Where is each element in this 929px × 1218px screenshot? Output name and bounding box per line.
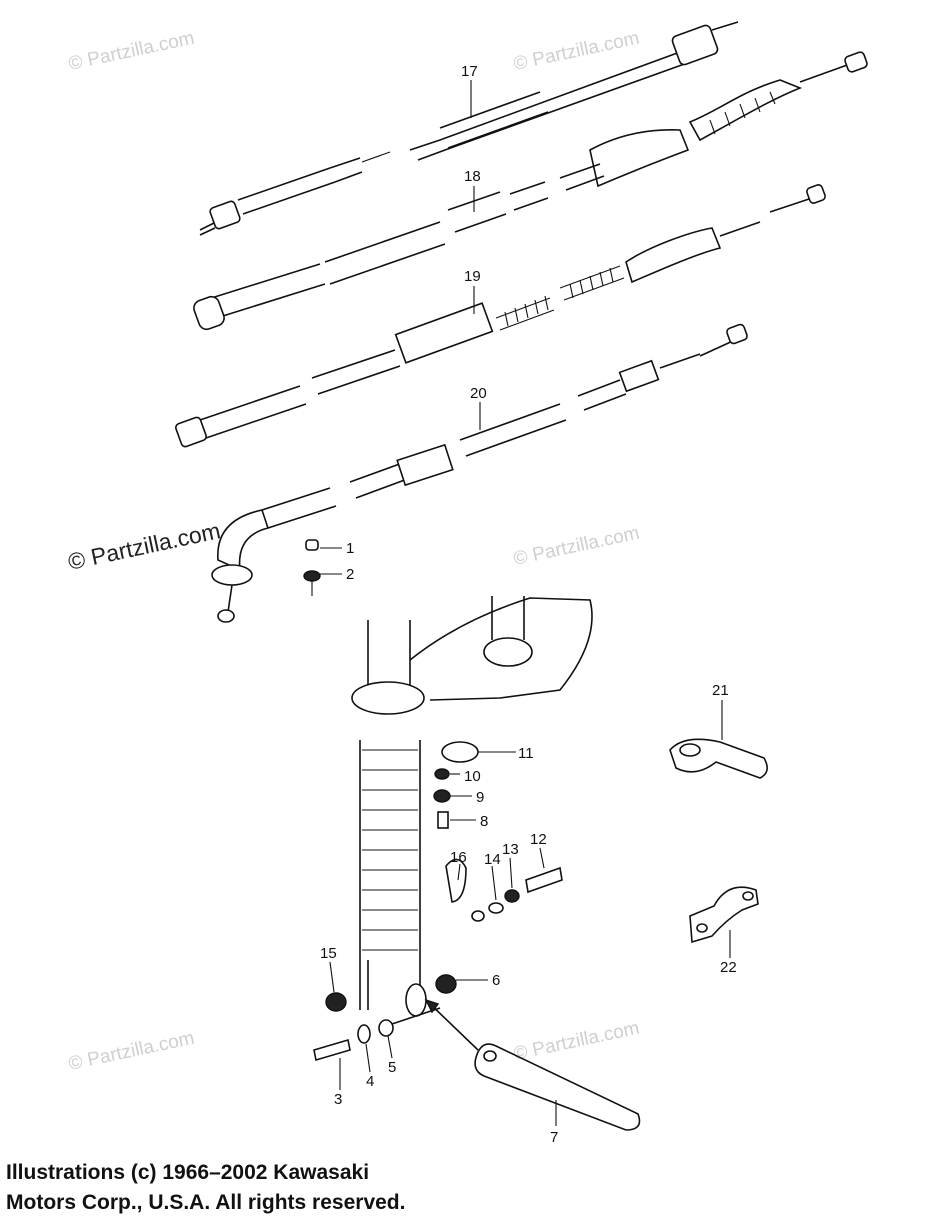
cable-guide-7 bbox=[424, 998, 641, 1131]
callout-12: 12 bbox=[530, 831, 547, 848]
callout-11: 11 bbox=[518, 745, 534, 762]
callout-7: 7 bbox=[550, 1129, 558, 1146]
copyright-notice: Illustrations (c) 1966–2002 Kawasaki Mot… bbox=[6, 1158, 405, 1218]
watermark-top-right: © Partzilla.com bbox=[512, 28, 642, 75]
callout-10: 10 bbox=[464, 768, 481, 785]
callout-20: 20 bbox=[470, 385, 487, 402]
copyright-line-2: Motors Corp., U.S.A. All rights reserved… bbox=[6, 1191, 406, 1214]
callout-13: 13 bbox=[502, 841, 519, 858]
hardware bbox=[303, 539, 563, 1062]
clutch-cable bbox=[193, 51, 868, 331]
callouts: 17 18 19 20 1 2 21 11 10 9 8 12 13 14 16… bbox=[320, 63, 737, 1146]
callout-5: 5 bbox=[388, 1059, 396, 1076]
callout-15: 15 bbox=[320, 945, 337, 962]
front-brake-cable bbox=[211, 323, 748, 623]
callout-22: 22 bbox=[720, 959, 737, 976]
callout-19: 19 bbox=[464, 268, 481, 285]
callout-16: 16 bbox=[450, 849, 467, 866]
callout-6: 6 bbox=[492, 972, 500, 989]
watermark-mid-left: © Partzilla.com bbox=[66, 517, 223, 575]
watermark-top-left: © Partzilla.com bbox=[67, 28, 197, 75]
callout-1: 1 bbox=[346, 540, 354, 557]
callout-3: 3 bbox=[334, 1091, 342, 1108]
callout-21: 21 bbox=[712, 682, 729, 699]
watermark-bottom-right: © Partzilla.com bbox=[512, 1018, 642, 1065]
callout-18: 18 bbox=[464, 168, 481, 185]
clamp-21 bbox=[669, 738, 768, 779]
callout-2: 2 bbox=[346, 566, 354, 583]
leader-lines bbox=[311, 80, 731, 1126]
callout-14: 14 bbox=[484, 851, 501, 868]
callout-4: 4 bbox=[366, 1073, 374, 1090]
copyright-line-1: Illustrations (c) 1966–2002 Kawasaki bbox=[6, 1161, 370, 1184]
fork-assembly bbox=[351, 596, 593, 1017]
watermark-bottom-left: © Partzilla.com bbox=[67, 1028, 197, 1075]
clamp-22 bbox=[689, 886, 759, 944]
throttle-cable bbox=[175, 184, 826, 448]
callout-9: 9 bbox=[476, 789, 484, 806]
callout-17: 17 bbox=[461, 63, 478, 80]
watermark-mid-right: © Partzilla.com bbox=[512, 523, 642, 570]
speedometer-cable bbox=[199, 21, 739, 236]
callout-8: 8 bbox=[480, 813, 488, 830]
